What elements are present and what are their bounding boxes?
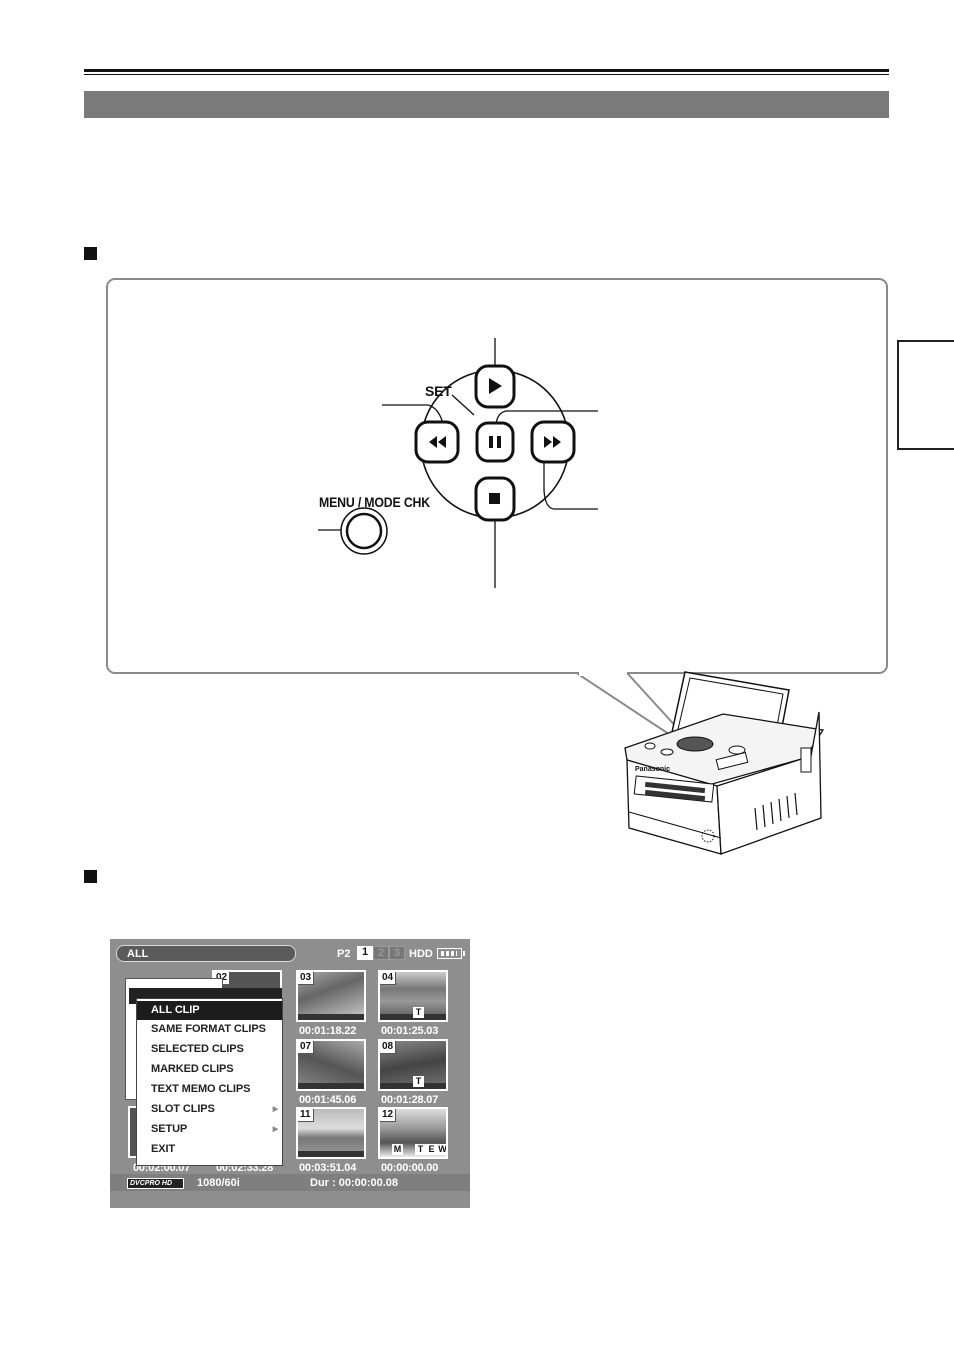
timecode: 00:01:45.06	[299, 1094, 357, 1106]
menu-item-label: SAME FORMAT CLIPS	[151, 1023, 266, 1035]
thumbnail-08[interactable]: 08 T	[378, 1039, 448, 1091]
menu-item-label: SETUP	[151, 1123, 188, 1135]
svg-text:Panasonic: Panasonic	[635, 766, 670, 773]
play-icon	[489, 378, 502, 394]
timecode: 00:01:25.03	[381, 1025, 439, 1037]
menu-item-text-memo-clips[interactable]: TEXT MEMO CLIPS	[137, 1080, 282, 1099]
menu-item-same-format-clips[interactable]: SAME FORMAT CLIPS	[137, 1020, 282, 1039]
header-rule	[84, 69, 889, 72]
thumbnail-strip	[298, 1014, 364, 1020]
menu-item-slot-clips[interactable]: SLOT CLIPS ▶	[137, 1100, 282, 1119]
thumbnail-number: 07	[298, 1041, 315, 1054]
bullet-square-icon	[84, 870, 97, 883]
stop-icon	[489, 493, 500, 504]
thumbnail-number: 03	[298, 972, 315, 985]
control-pad-diagram	[318, 338, 598, 588]
menu-mode-chk-button[interactable]	[338, 505, 390, 557]
p2-label: P2	[337, 948, 351, 960]
thumbnail-07[interactable]: 07	[296, 1039, 366, 1091]
stop-button[interactable]	[474, 476, 516, 522]
thumbnail-number: 12	[380, 1109, 397, 1122]
fast-forward-button[interactable]	[530, 420, 576, 464]
thumbnail-strip	[298, 1083, 364, 1089]
format-label: 1080/60i	[197, 1177, 240, 1189]
slot-1: 1	[357, 946, 373, 960]
menu-item-label: EXIT	[151, 1143, 176, 1155]
thumbnail-04[interactable]: 04 T	[378, 970, 448, 1022]
section-header-bar	[84, 91, 889, 118]
mode-indicator: ALL	[116, 945, 296, 962]
menu-item-label: ALL CLIP	[151, 1004, 200, 1016]
slot-3: 3	[389, 946, 405, 960]
set-label: SET	[425, 383, 452, 399]
submenu-arrow-icon: ▶	[272, 1106, 278, 1113]
header-rule-thin	[84, 74, 889, 75]
mode-label: ALL	[127, 948, 149, 960]
timecode: 00:01:28.07	[381, 1094, 439, 1106]
thumbnail-number: 04	[380, 972, 397, 985]
callout-box	[106, 278, 888, 674]
flag-text-memo: T	[415, 1144, 426, 1155]
thumbnail-strip	[298, 1151, 364, 1157]
menu-item-selected-clips[interactable]: SELECTED CLIPS	[137, 1040, 282, 1059]
menu-item-label: SELECTED CLIPS	[151, 1043, 244, 1055]
flag-warning: W	[437, 1144, 447, 1155]
device-illustration: Panasonic	[624, 671, 825, 855]
thumbnail-number: 08	[380, 1041, 397, 1054]
thumbnail-03[interactable]: 03	[296, 970, 366, 1022]
rewind-button[interactable]	[414, 420, 460, 464]
timecode: 00:01:18.22	[299, 1025, 357, 1037]
menu-mode-chk-label: MENU / MODE CHK	[319, 494, 430, 510]
chapter-side-tab	[897, 340, 954, 450]
status-bar	[110, 1174, 470, 1191]
submenu-arrow-icon: ▶	[272, 1126, 278, 1133]
battery-icon	[437, 948, 465, 959]
codec-badge: DVCPRO HD	[127, 1178, 184, 1189]
bullet-square-icon	[84, 247, 97, 260]
flag-marked: M	[392, 1144, 403, 1155]
menu-item-label: TEXT MEMO CLIPS	[151, 1083, 251, 1095]
pause-button[interactable]	[475, 421, 515, 463]
timecode: 00:03:51.04	[299, 1162, 357, 1174]
thumbnail-number: 11	[298, 1109, 314, 1122]
menu-item-setup[interactable]: SETUP ▶	[137, 1120, 282, 1139]
slot-2: 2	[373, 946, 389, 960]
thumbnail-12[interactable]: 12 M T E W	[378, 1107, 448, 1159]
menu-item-all-clip[interactable]: ALL CLIP	[137, 1001, 282, 1020]
flag-text-memo: T	[413, 1076, 424, 1087]
timecode: 00:00:00.00	[381, 1162, 439, 1174]
thumbnail-11[interactable]: 11	[296, 1107, 366, 1159]
play-button[interactable]	[474, 364, 516, 409]
menu-item-marked-clips[interactable]: MARKED CLIPS	[137, 1060, 282, 1079]
menu-item-label: MARKED CLIPS	[151, 1063, 234, 1075]
flag-error: E	[426, 1144, 437, 1155]
flag-text-memo: T	[413, 1007, 424, 1018]
menu-item-label: SLOT CLIPS	[151, 1103, 215, 1115]
menu-item-exit[interactable]: EXIT	[137, 1140, 282, 1159]
hdd-label: HDD	[409, 948, 433, 960]
duration-label: Dur : 00:00:00.08	[310, 1177, 399, 1189]
clip-filter-menu: ALL CLIP SAME FORMAT CLIPS SELECTED CLIP…	[136, 998, 283, 1166]
